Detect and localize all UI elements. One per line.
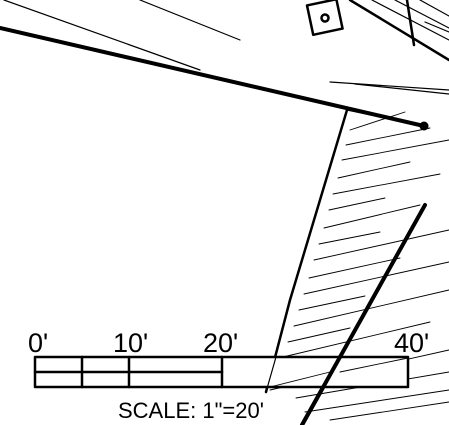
upper-right-structure [348,0,449,62]
scale-bar [33,355,410,389]
overlay-lines [265,355,409,425]
main-boundary-line [0,26,449,131]
scale-tick-20: 20' [203,328,238,358]
scale-tick-0: 0' [28,328,48,358]
survey-marker-symbol [305,0,344,37]
top-boundary-lines [3,0,241,71]
scale-caption: SCALE: 1"=20' [118,398,264,423]
scale-tick-10: 10' [113,328,148,358]
scale-tick-40: 40' [394,328,429,358]
